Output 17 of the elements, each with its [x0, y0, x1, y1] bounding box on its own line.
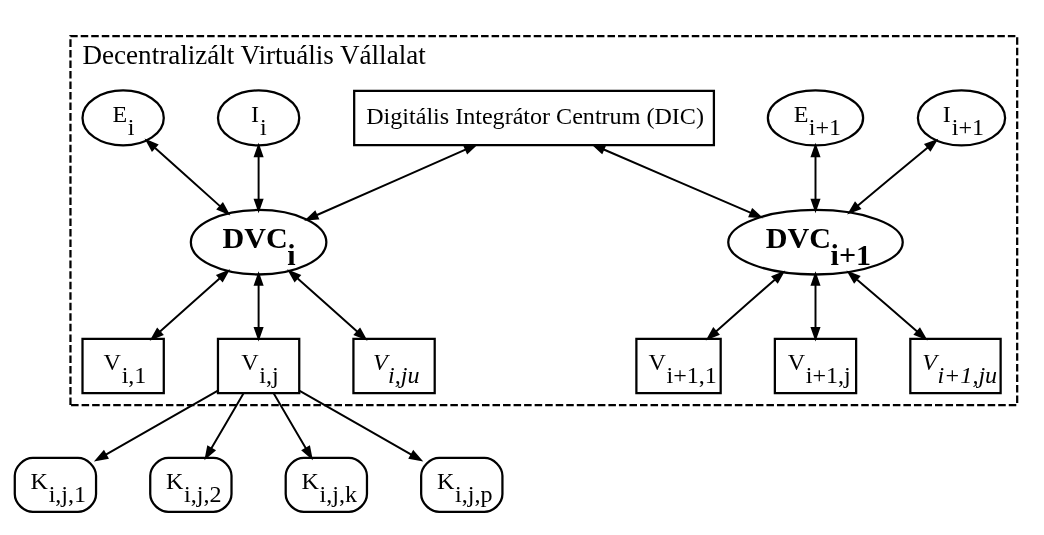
arrow	[298, 389, 424, 461]
arrow	[847, 138, 939, 214]
arrow	[204, 391, 245, 460]
arrow	[149, 268, 231, 341]
arrow	[287, 268, 368, 341]
arrow	[810, 270, 821, 341]
node-box: Digitális Integrátor Centrum (DIC)	[353, 89, 716, 146]
arrow	[272, 391, 313, 460]
arrow	[705, 269, 786, 340]
arrow	[810, 142, 821, 213]
arrow	[144, 138, 231, 215]
arrow	[591, 143, 764, 218]
arrow	[253, 270, 264, 341]
arrow	[304, 143, 479, 221]
arrow	[846, 269, 928, 340]
arrow	[253, 142, 264, 213]
arrow	[93, 389, 219, 461]
